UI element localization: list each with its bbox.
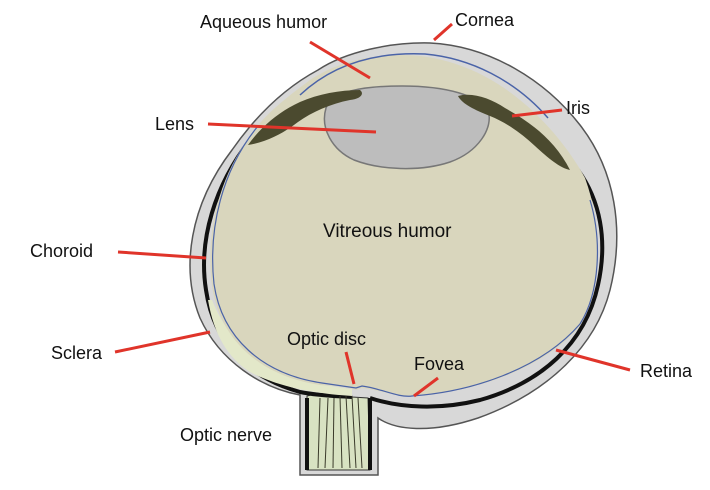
optic-nerve-shape — [306, 393, 371, 471]
retina-band — [208, 300, 352, 396]
cornea-line — [299, 53, 549, 119]
leader-cornea — [433, 22, 453, 42]
label-iris: Iris — [566, 98, 590, 118]
label-vitreous-humor: Vitreous humor — [323, 221, 452, 242]
label-choroid: Choroid — [30, 241, 94, 261]
iris-right — [458, 94, 570, 170]
retina-line — [212, 125, 599, 397]
leader-iris — [511, 108, 563, 118]
leader-choroid — [117, 250, 207, 260]
optic-nerve-fibers — [317, 395, 363, 469]
label-lens: Lens — [155, 114, 195, 134]
label-optic-disc: Optic disc — [287, 329, 367, 349]
label-aqueous-humor: Aqueous humor — [200, 12, 328, 32]
label-optic-nerve: Optic nerve — [180, 425, 273, 445]
leader-fovea — [413, 376, 439, 398]
lens-shape — [323, 85, 490, 170]
leader-lens — [207, 122, 377, 134]
leader-aqueous-humor — [309, 40, 371, 80]
leader-sclera — [114, 330, 211, 354]
label-retina: Retina — [640, 361, 693, 381]
label-cornea: Cornea — [455, 10, 515, 30]
label-sclera: Sclera — [51, 343, 103, 363]
label-fovea: Fovea — [414, 354, 465, 374]
leader-optic-disc — [344, 351, 356, 385]
leader-retina — [555, 348, 631, 372]
iris-left — [248, 90, 362, 145]
vitreous-body — [210, 55, 598, 397]
